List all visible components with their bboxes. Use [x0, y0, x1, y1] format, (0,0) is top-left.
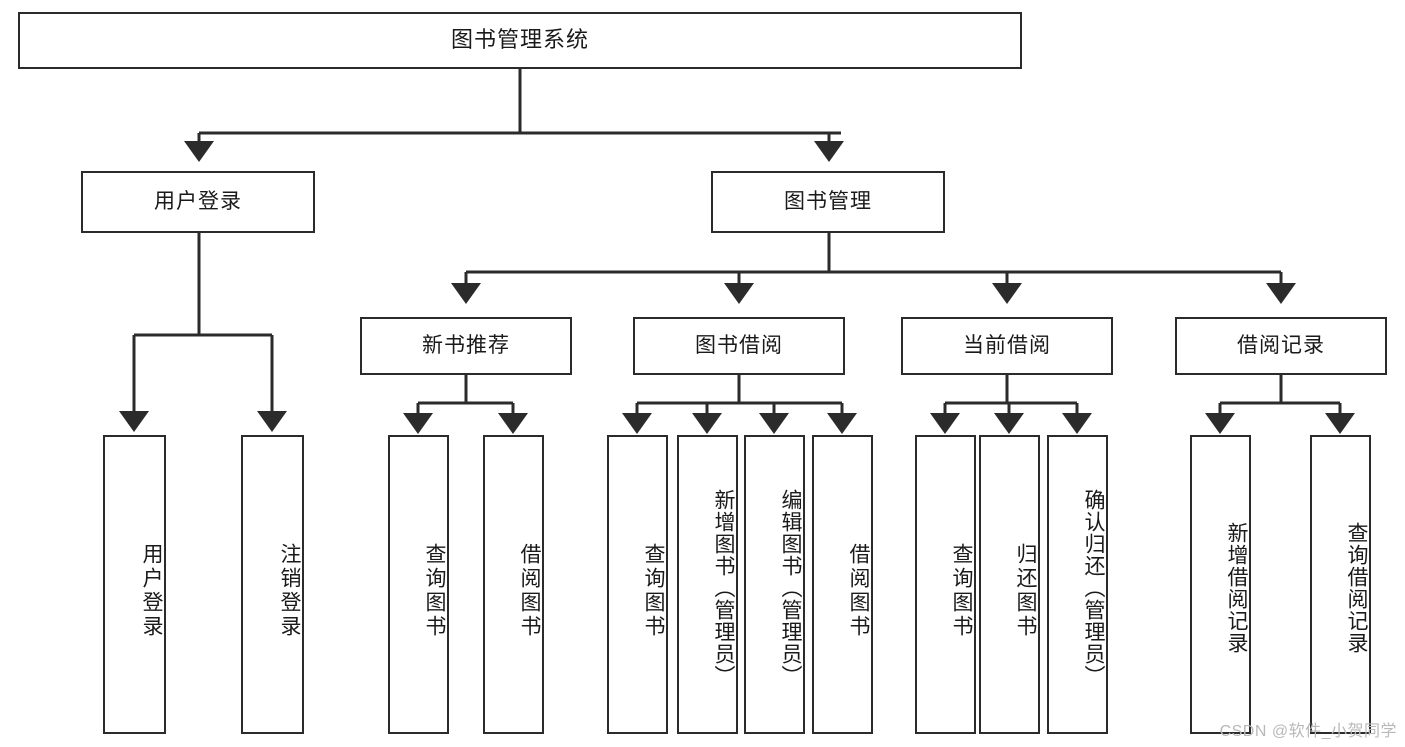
node-borrow-record[interactable]: 借阅记录 [1175, 317, 1387, 375]
leaf-query-book-recommend[interactable]: 查询图书 [388, 435, 449, 734]
node-new-book-recommend[interactable]: 新书推荐 [360, 317, 572, 375]
node-current-borrow[interactable]: 当前借阅 [901, 317, 1113, 375]
leaf-add-borrow-record[interactable]: 新增借阅记录 [1190, 435, 1251, 734]
node-label: 图书管理 [784, 190, 872, 214]
node-root-system[interactable]: 图书管理系统 [18, 12, 1022, 69]
node-label: 用户登录 [154, 190, 242, 214]
leaf-user-login[interactable]: 用户登录 [103, 435, 166, 734]
leaf-query-borrow-record[interactable]: 查询借阅记录 [1310, 435, 1371, 734]
node-label: 查询图书 [642, 542, 665, 639]
node-label: 新书推荐 [422, 334, 510, 358]
leaf-edit-book-admin[interactable]: 编辑图书（管理员） [744, 435, 805, 734]
leaf-borrow-book[interactable]: 借阅图书 [812, 435, 873, 734]
node-label: 借阅记录 [1237, 334, 1325, 358]
leaf-add-book-admin[interactable]: 新增图书（管理员） [677, 435, 738, 734]
node-label: 新增借阅记录 [1225, 521, 1248, 654]
node-label: 借阅图书 [847, 542, 870, 639]
node-label: 查询借阅记录 [1345, 521, 1368, 654]
leaf-return-book[interactable]: 归还图书 [979, 435, 1040, 734]
node-label: 注销登录 [278, 542, 301, 639]
node-label: 确认归还（管理员） [1082, 488, 1105, 687]
node-label: 当前借阅 [963, 334, 1051, 358]
node-user-login[interactable]: 用户登录 [81, 171, 315, 233]
node-label: 查询图书 [423, 542, 446, 639]
node-label: 用户登录 [140, 542, 163, 639]
leaf-confirm-return-admin[interactable]: 确认归还（管理员） [1047, 435, 1108, 734]
node-book-borrow[interactable]: 图书借阅 [633, 317, 845, 375]
node-label: 图书管理系统 [450, 27, 589, 53]
leaf-query-book-current[interactable]: 查询图书 [915, 435, 976, 734]
leaf-query-book-borrow[interactable]: 查询图书 [607, 435, 668, 734]
node-label: 编辑图书（管理员） [779, 488, 802, 687]
node-label: 归还图书 [1014, 542, 1037, 639]
node-label: 图书借阅 [695, 334, 783, 358]
node-book-management[interactable]: 图书管理 [711, 171, 945, 233]
leaf-logout[interactable]: 注销登录 [241, 435, 304, 734]
node-label: 借阅图书 [518, 542, 541, 639]
leaf-borrow-book-recommend[interactable]: 借阅图书 [483, 435, 544, 734]
node-label: 新增图书（管理员） [712, 488, 735, 687]
node-label: 查询图书 [950, 542, 973, 639]
watermark: CSDN @软件_小贺同学 [1219, 723, 1397, 740]
